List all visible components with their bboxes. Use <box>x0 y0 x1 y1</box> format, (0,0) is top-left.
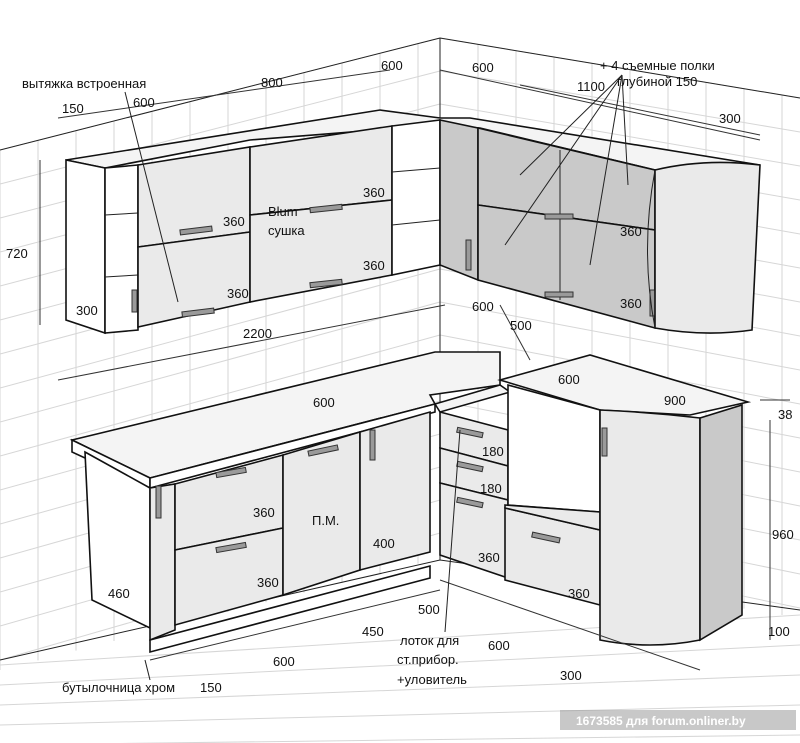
upper-cabinets <box>65 109 761 335</box>
dim-base-drawer-360b: 360 <box>257 575 279 590</box>
dim-floor-600b: 600 <box>488 638 510 653</box>
dim-base-500: 500 <box>510 318 532 333</box>
dim-base-360c: 360 <box>478 550 500 565</box>
base-400-door <box>359 410 431 572</box>
base-cabinets <box>69 351 752 654</box>
dim-base-180a: 180 <box>482 444 504 459</box>
label-tray-line3: +уловитель <box>397 672 467 687</box>
dim-base-960: 960 <box>772 527 794 542</box>
dim-base-side-460: 460 <box>108 586 130 601</box>
dim-base-900: 900 <box>664 393 686 408</box>
dim-upper-800: 800 <box>261 75 283 90</box>
dim-upper-door-360a: 360 <box>223 214 245 229</box>
watermark: 1673585 для forum.onliner.by <box>560 710 796 730</box>
upper-corner-open-shelf <box>391 119 441 276</box>
label-shelves-line2: глубиной 150 <box>617 74 697 89</box>
dim-upper-corner-600a: 600 <box>381 58 403 73</box>
dim-base-oven-360: 360 <box>568 586 590 601</box>
dim-floor-150: 150 <box>200 680 222 695</box>
dim-upper-300-h: 300 <box>76 303 98 318</box>
dim-base-drawer-360a: 360 <box>253 505 275 520</box>
dim-floor-500: 500 <box>418 602 440 617</box>
watermark-text: 1673585 для forum.onliner.by <box>576 714 746 728</box>
dim-upper-720: 720 <box>6 246 28 261</box>
dim-floor-300: 300 <box>560 668 582 683</box>
dim-upper-600: 600 <box>133 95 155 110</box>
dim-base-100: 100 <box>768 624 790 639</box>
annotation-leaders <box>124 74 629 681</box>
dim-upper-300: 300 <box>719 111 741 126</box>
dimension-lines <box>39 69 790 671</box>
label-blum: Blum <box>268 204 298 219</box>
dim-base-600-right: 600 <box>472 299 494 314</box>
dim-base-38: 38 <box>778 407 792 422</box>
base-plinth <box>149 564 431 654</box>
dim-base-600-oven: 600 <box>558 372 580 387</box>
dim-upper-150: 150 <box>62 101 84 116</box>
dim-upper-1100: 1100 <box>577 79 605 94</box>
upper-corner-side-panel <box>439 119 479 282</box>
dim-base-2200: 2200 <box>243 326 272 341</box>
label-tray-line1: лоток для <box>400 633 459 648</box>
dim-upper-door-360f: 360 <box>620 296 642 311</box>
bottle-holder <box>149 483 176 642</box>
label-dryer: сушка <box>268 223 305 238</box>
upper-rounded-end-cabinet <box>654 161 761 334</box>
dim-upper-door-360e: 360 <box>620 224 642 239</box>
label-dishwasher: П.М. <box>312 513 339 528</box>
base-rounded-end-cabinet <box>599 409 701 646</box>
dim-upper-door-360d: 360 <box>363 258 385 273</box>
text-labels: вытяжка встроенная + 4 съемные полки глу… <box>6 58 794 695</box>
label-hood: вытяжка встроенная <box>22 76 146 91</box>
label-shelves-line1: + 4 съемные полки <box>600 58 715 73</box>
dim-floor-450: 450 <box>362 624 384 639</box>
dim-floor-600a: 600 <box>273 654 295 669</box>
label-tray-line2: ст.прибор. <box>397 652 459 667</box>
dim-base-600-top: 600 <box>313 395 335 410</box>
dim-base-400: 400 <box>373 536 395 551</box>
dim-upper-door-360c: 360 <box>363 185 385 200</box>
dim-base-180b: 180 <box>480 481 502 496</box>
dim-upper-door-360b: 360 <box>227 286 249 301</box>
label-bottle-holder: бутылочница хром <box>62 680 175 695</box>
dim-upper-corner-600b: 600 <box>472 60 494 75</box>
